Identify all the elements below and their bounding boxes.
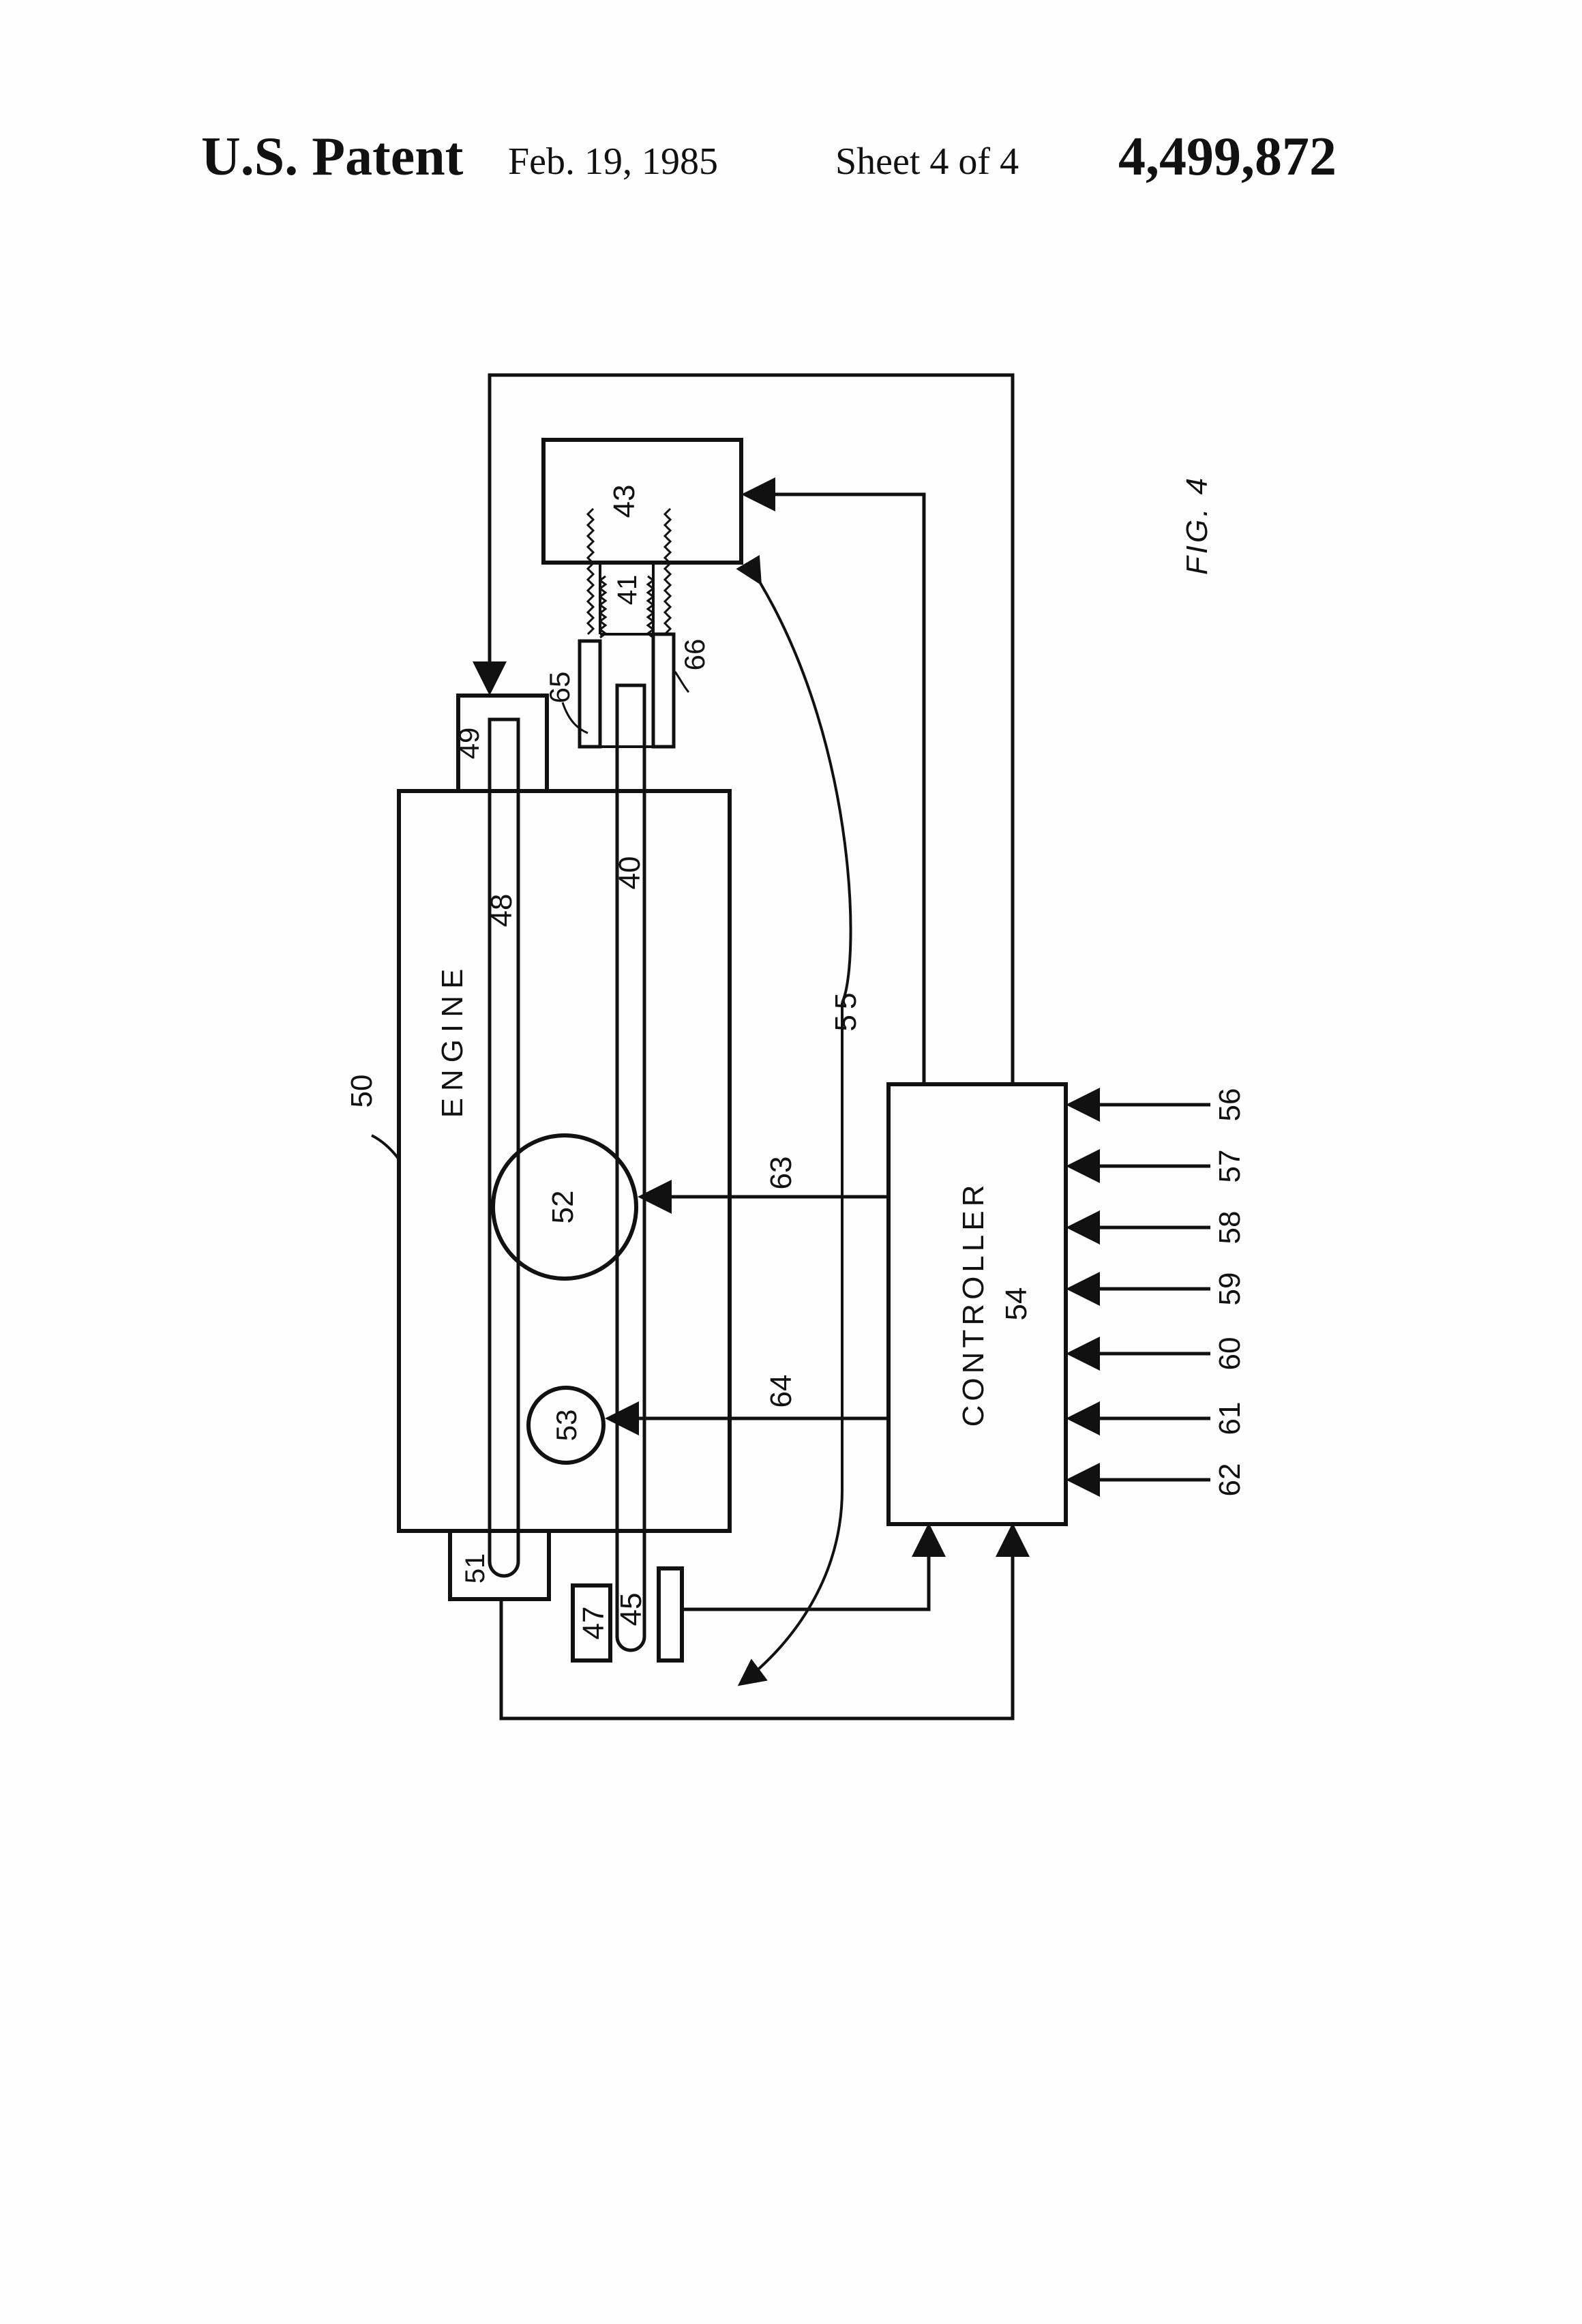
ref-input-56: 56 [1213,1088,1247,1122]
ref-input-60: 60 [1213,1337,1247,1371]
diagram-labels: ENGINE CONTROLLER 54 FIG. 4 43 41 66 65 … [345,475,1214,1640]
ref-48: 48 [485,894,518,927]
ref-47: 47 [577,1607,610,1640]
label-engine: ENGINE [436,962,469,1118]
ref-49: 49 [453,728,485,760]
ref-53: 53 [550,1410,582,1442]
ref-55: 55 [829,987,863,1032]
spring-41 [588,509,593,634]
label-controller: CONTROLLER [957,1181,990,1427]
line-controller-to-manifold [490,375,1013,1084]
ref-43: 43 [608,485,641,518]
tube-40 [617,685,644,1650]
label-fig4: FIG. 4 [1180,475,1214,575]
sensor-45 [659,1568,682,1660]
ref-input-62: 62 [1213,1463,1247,1497]
line-sensor-to-controller [682,1526,929,1609]
ref-input-58: 58 [1213,1211,1247,1245]
ref-input-57: 57 [1213,1150,1247,1183]
coupling-66 [653,634,674,747]
ref-50: 50 [345,1075,378,1108]
label-controller-ref: 54 [1000,1287,1033,1321]
curve-55 [760,583,851,1002]
ref-41: 41 [612,575,642,606]
ref-63: 63 [764,1157,798,1190]
leader-50 [372,1135,399,1159]
ref-64: 64 [764,1375,798,1408]
ref-input-59: 59 [1213,1272,1247,1306]
ref-66: 66 [678,639,711,671]
tube-48 [490,719,518,1576]
ref-65: 65 [543,672,576,704]
ref-45: 45 [614,1593,648,1626]
input-labels: 56 57 58 59 60 61 62 [1213,1088,1247,1497]
ref-52: 52 [546,1191,580,1224]
component-43 [543,440,741,563]
ref-40: 40 [613,856,646,890]
ref-input-61: 61 [1213,1402,1247,1435]
ref-51: 51 [460,1553,490,1584]
